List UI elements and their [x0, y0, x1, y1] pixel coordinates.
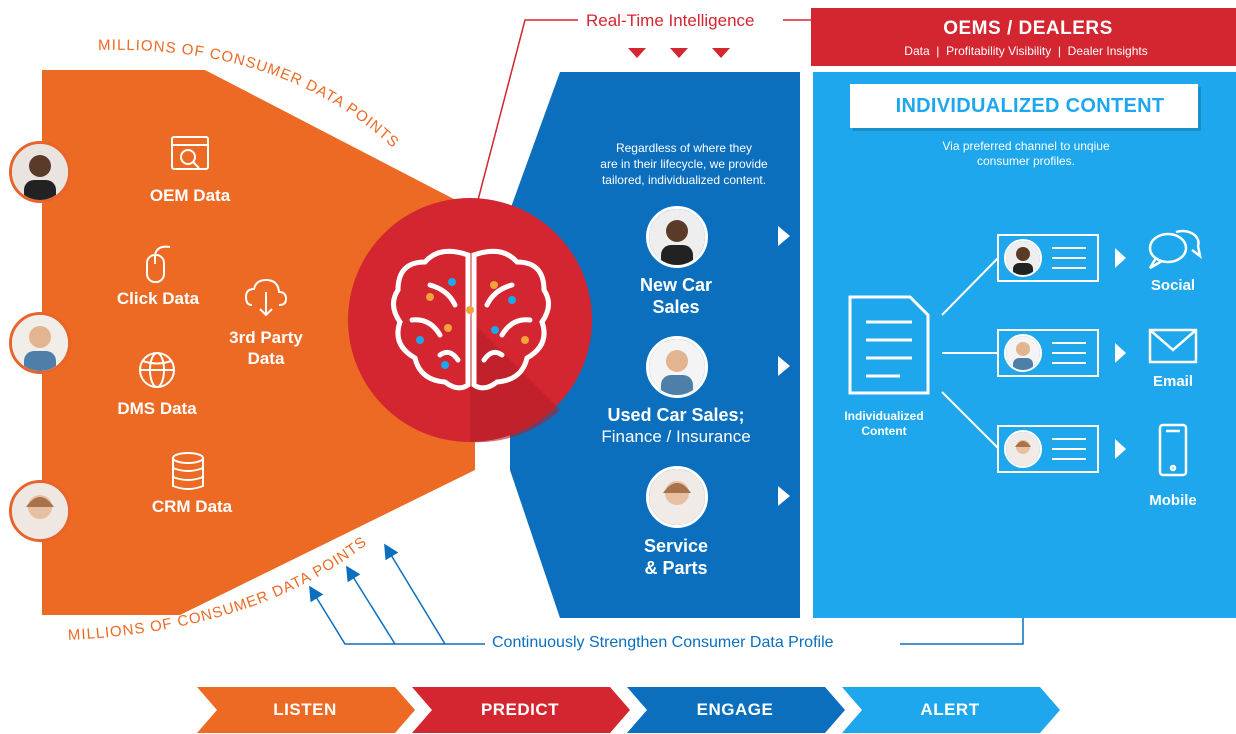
profile-photo-mobile	[1004, 430, 1042, 468]
consumer-photo-2	[9, 312, 71, 374]
source-3rd-party-data: 3rd Party Data	[229, 328, 303, 368]
step-alert: ALERT	[920, 700, 980, 719]
step-chevron-listen	[197, 687, 415, 733]
channel-mobile: Mobile	[1149, 492, 1197, 509]
segment-new-car-line-1: New Car	[639, 275, 713, 295]
source-oem-data: OEM Data	[149, 186, 231, 205]
segment-used-car-line-1: Used Car Sales;	[607, 405, 745, 425]
segment-service-parts: Service & Parts	[644, 535, 708, 579]
step-predict: PREDICT	[480, 700, 560, 719]
document-label: Individualized Content	[844, 409, 923, 439]
step-engage: ENGAGE	[696, 700, 774, 719]
segment-used-car-sub: Finance / Insurance	[601, 427, 751, 446]
individualized-content-banner: INDIVIDUALIZED CONTENT	[850, 84, 1198, 128]
engage-intro-line-2: are in their lifecycle, we provide	[600, 157, 768, 171]
database-icon	[172, 452, 204, 490]
oems-dealers-title: OEMS / DEALERS	[943, 18, 1113, 39]
engage-intro: Regardless of where they are in their li…	[600, 140, 767, 188]
profile-photo-email	[1004, 334, 1042, 372]
document-label-line-1: Individualized	[844, 409, 924, 423]
globe-icon	[139, 352, 175, 388]
segment-service-line-2: & Parts	[644, 558, 708, 578]
step-chevron-alert	[842, 687, 1060, 733]
smartphone-icon	[1158, 423, 1188, 477]
segment-photo-used-car	[646, 336, 708, 398]
oems-dealers-subtitle: Data | Profitability Visibility | Dealer…	[904, 44, 1148, 58]
chat-bubbles-icon	[1148, 229, 1202, 270]
engage-intro-line-1: Regardless of where they	[615, 141, 753, 155]
segment-used-car-sales: Used Car Sales; Finance / Insurance	[601, 404, 750, 448]
listen-funnel	[42, 70, 475, 615]
profile-photo-social	[1004, 239, 1042, 277]
segment-photo-service	[646, 466, 708, 528]
envelope-icon	[1148, 328, 1198, 364]
consumer-photo-1	[9, 141, 71, 203]
step-listen: LISTEN	[273, 700, 337, 719]
segment-photo-new-car	[646, 206, 708, 268]
source-click-data: Click Data	[116, 289, 200, 308]
channel-email: Email	[1152, 373, 1194, 390]
content-intro-line-2: consumer profiles.	[976, 154, 1076, 168]
segment-service-line-1: Service	[643, 536, 709, 556]
banner-title: INDIVIDUALIZED CONTENT	[895, 95, 1165, 117]
oems-header-bg	[811, 8, 1236, 66]
document-icon	[848, 295, 930, 395]
document-label-line-2: Content	[861, 424, 907, 438]
step-chevron-predict	[412, 687, 630, 733]
segment-new-car-sales: New Car Sales	[640, 274, 712, 318]
step-chevron-engage	[627, 687, 845, 733]
brain-nodes-icon	[416, 278, 529, 369]
magnifier-window-icon	[171, 136, 209, 170]
realtime-intelligence-label: Real-Time Intelligence	[586, 11, 755, 30]
consumer-photo-3	[9, 480, 71, 542]
source-dms-data: DMS Data	[117, 399, 197, 418]
channel-social: Social	[1150, 277, 1196, 294]
segment-new-car-line-2: Sales	[652, 297, 700, 317]
cloud-download-icon	[244, 278, 288, 317]
source-crm-data: CRM Data	[151, 497, 233, 516]
feedback-label: Continuously Strengthen Consumer Data Pr…	[488, 634, 838, 652]
brain-icon	[391, 248, 551, 391]
content-intro-line-1: Via preferred channel to unqiue	[942, 139, 1110, 153]
content-intro: Via preferred channel to unqiue consumer…	[942, 139, 1109, 169]
engage-intro-line-3: tailored, individualized content.	[601, 173, 767, 187]
mouse-icon	[146, 245, 171, 283]
